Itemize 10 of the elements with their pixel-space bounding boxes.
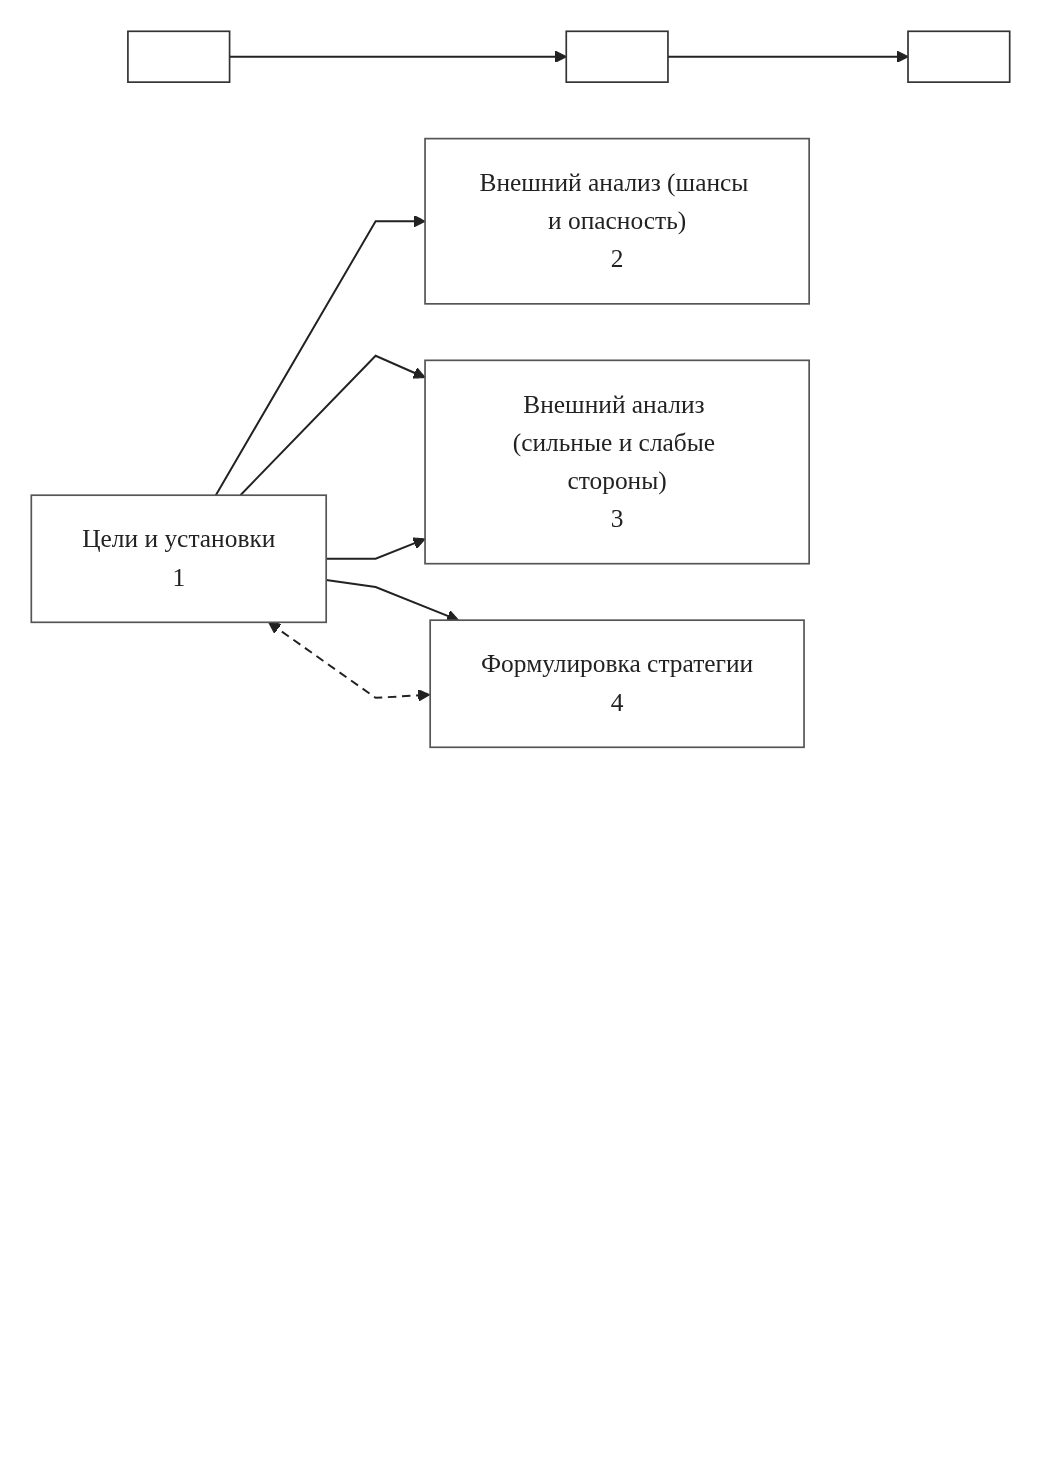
node-box [565, 30, 669, 83]
arrow [268, 621, 431, 702]
node-box: Внешний анализ (шансы и опасность) 2 [424, 137, 810, 305]
node-box [127, 30, 231, 83]
arrow [214, 215, 426, 497]
node-box: Внешний анализ (сильные и слабые стороны) 3 [424, 359, 810, 565]
node-box: Цели и установки 1 [30, 494, 328, 624]
arrow [239, 354, 426, 497]
node-box: Формулировка стратегии 4 [429, 619, 805, 749]
node-box [907, 30, 1011, 83]
